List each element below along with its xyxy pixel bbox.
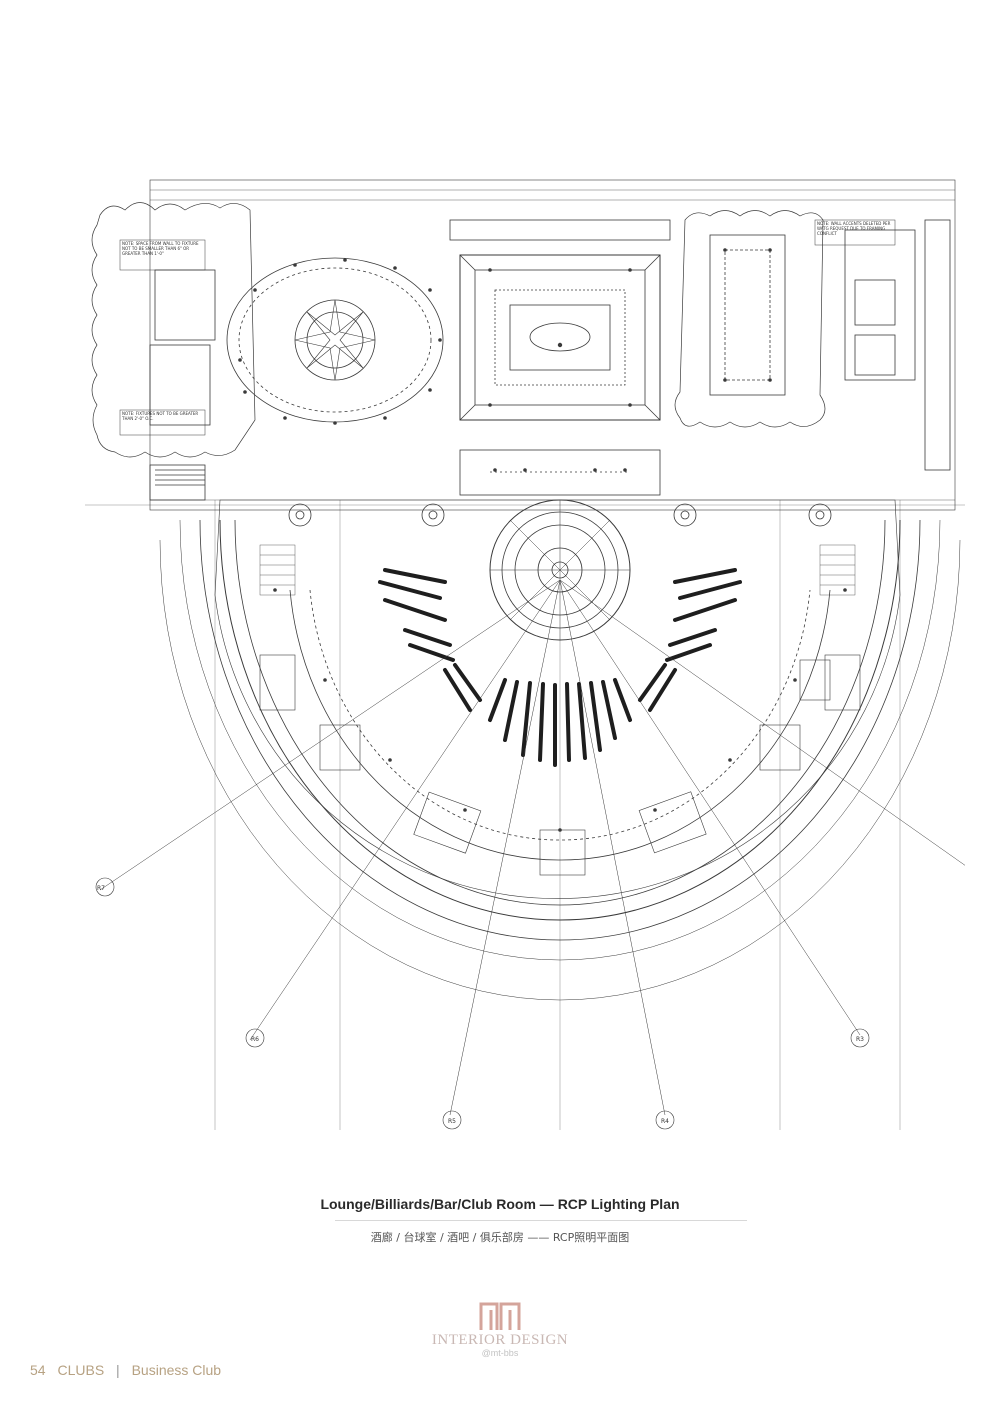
page-footer: 54 CLUBS | Business Club	[30, 1362, 229, 1378]
interior-design-logo: INTERIOR DESIGN @mt-bbs	[420, 1300, 580, 1370]
footer-section: CLUBS	[57, 1362, 105, 1378]
grid-label-r4: R4	[661, 1118, 669, 1125]
note-top-left: NOTE: SPACE FROM WALL TO FIXTURE NOT TO …	[122, 241, 199, 256]
grid-label-r5: R5	[448, 1118, 456, 1125]
plan-caption-subtitle: 酒廊 / 台球室 / 酒吧 / 俱乐部房 —— RCP照明平面图	[370, 1231, 630, 1244]
grid-label-r7: R7	[97, 885, 105, 892]
page-number: 54	[30, 1362, 46, 1378]
logo-handle-text: @mt-bbs	[481, 1348, 519, 1358]
grid-label-r3: R3	[856, 1036, 864, 1043]
caption-divider	[335, 1220, 747, 1221]
logo-mark-icon	[479, 1302, 521, 1330]
footer-subsection: Business Club	[131, 1362, 222, 1378]
footer-separator: |	[116, 1362, 120, 1378]
grid-label-r6: R6	[251, 1036, 259, 1043]
plan-caption-title: Lounge/Billiards/Bar/Club Room — RCP Lig…	[320, 1196, 680, 1212]
note-top-right: NOTE: WALL ACCENTS DELETED PER WATG REQU…	[817, 221, 891, 236]
rcp-lighting-plan-drawing: R7 R6 R5 R4 R3 NOTE: SPACE FROM WALL TO …	[85, 179, 965, 1130]
note-left-mid: NOTE: FIXTURES NOT TO BE GREATER THAN 2'…	[122, 411, 199, 421]
logo-brand-text: INTERIOR DESIGN	[431, 1332, 569, 1348]
